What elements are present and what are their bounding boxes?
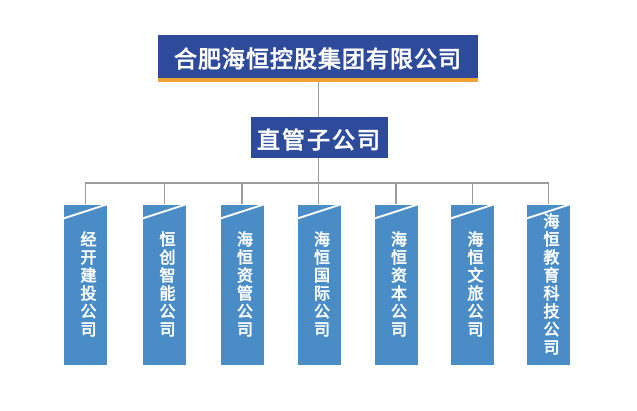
- connector-drop-5: [395, 182, 397, 204]
- subsidiary-box-3: 海恒资管公司: [220, 205, 264, 365]
- subsidiary-box-7: 海恒教育科技公司: [527, 205, 570, 365]
- level2-box: 直管子公司: [251, 117, 388, 158]
- subsidiary-label: 海恒文旅公司: [464, 231, 482, 339]
- subsidiary-box-6: 海恒文旅公司: [451, 205, 494, 365]
- subsidiary-label: 恒创智能公司: [156, 231, 174, 339]
- connector-drop-1: [84, 182, 87, 204]
- connector-drop-3: [241, 182, 243, 204]
- corner-slash-decoration: [374, 205, 418, 220]
- corner-slash-decoration: [451, 205, 494, 220]
- connector-rail: [85, 182, 549, 184]
- subsidiary-box-4: 海恒国际公司: [297, 205, 341, 365]
- corner-slash-decoration: [64, 205, 107, 220]
- subsidiary-box-1: 经开建投公司: [64, 205, 107, 365]
- corner-slash-decoration: [297, 205, 341, 220]
- root-company-box: 合肥海恒控股集团有限公司: [158, 35, 478, 82]
- connector-level2-trunk: [317, 158, 319, 204]
- subsidiary-label: 海恒资管公司: [234, 231, 251, 339]
- corner-slash-decoration: [143, 205, 186, 220]
- subsidiary-box-2: 恒创智能公司: [143, 205, 186, 365]
- connector-drop-2: [163, 182, 166, 204]
- subsidiary-label: 经开建投公司: [77, 231, 95, 339]
- level2-label: 直管子公司: [257, 126, 382, 153]
- subsidiary-label: 海恒国际公司: [311, 231, 328, 339]
- connector-root-to-level2: [317, 82, 319, 117]
- subsidiary-label: 海恒教育科技公司: [540, 213, 558, 357]
- subsidiary-box-5: 海恒资本公司: [374, 205, 418, 365]
- subsidiary-label: 海恒资本公司: [388, 231, 405, 339]
- connector-drop-6: [471, 182, 474, 204]
- root-company-label: 合肥海恒控股集团有限公司: [174, 45, 462, 72]
- corner-slash-decoration: [220, 205, 264, 220]
- connector-drop-7: [547, 182, 550, 204]
